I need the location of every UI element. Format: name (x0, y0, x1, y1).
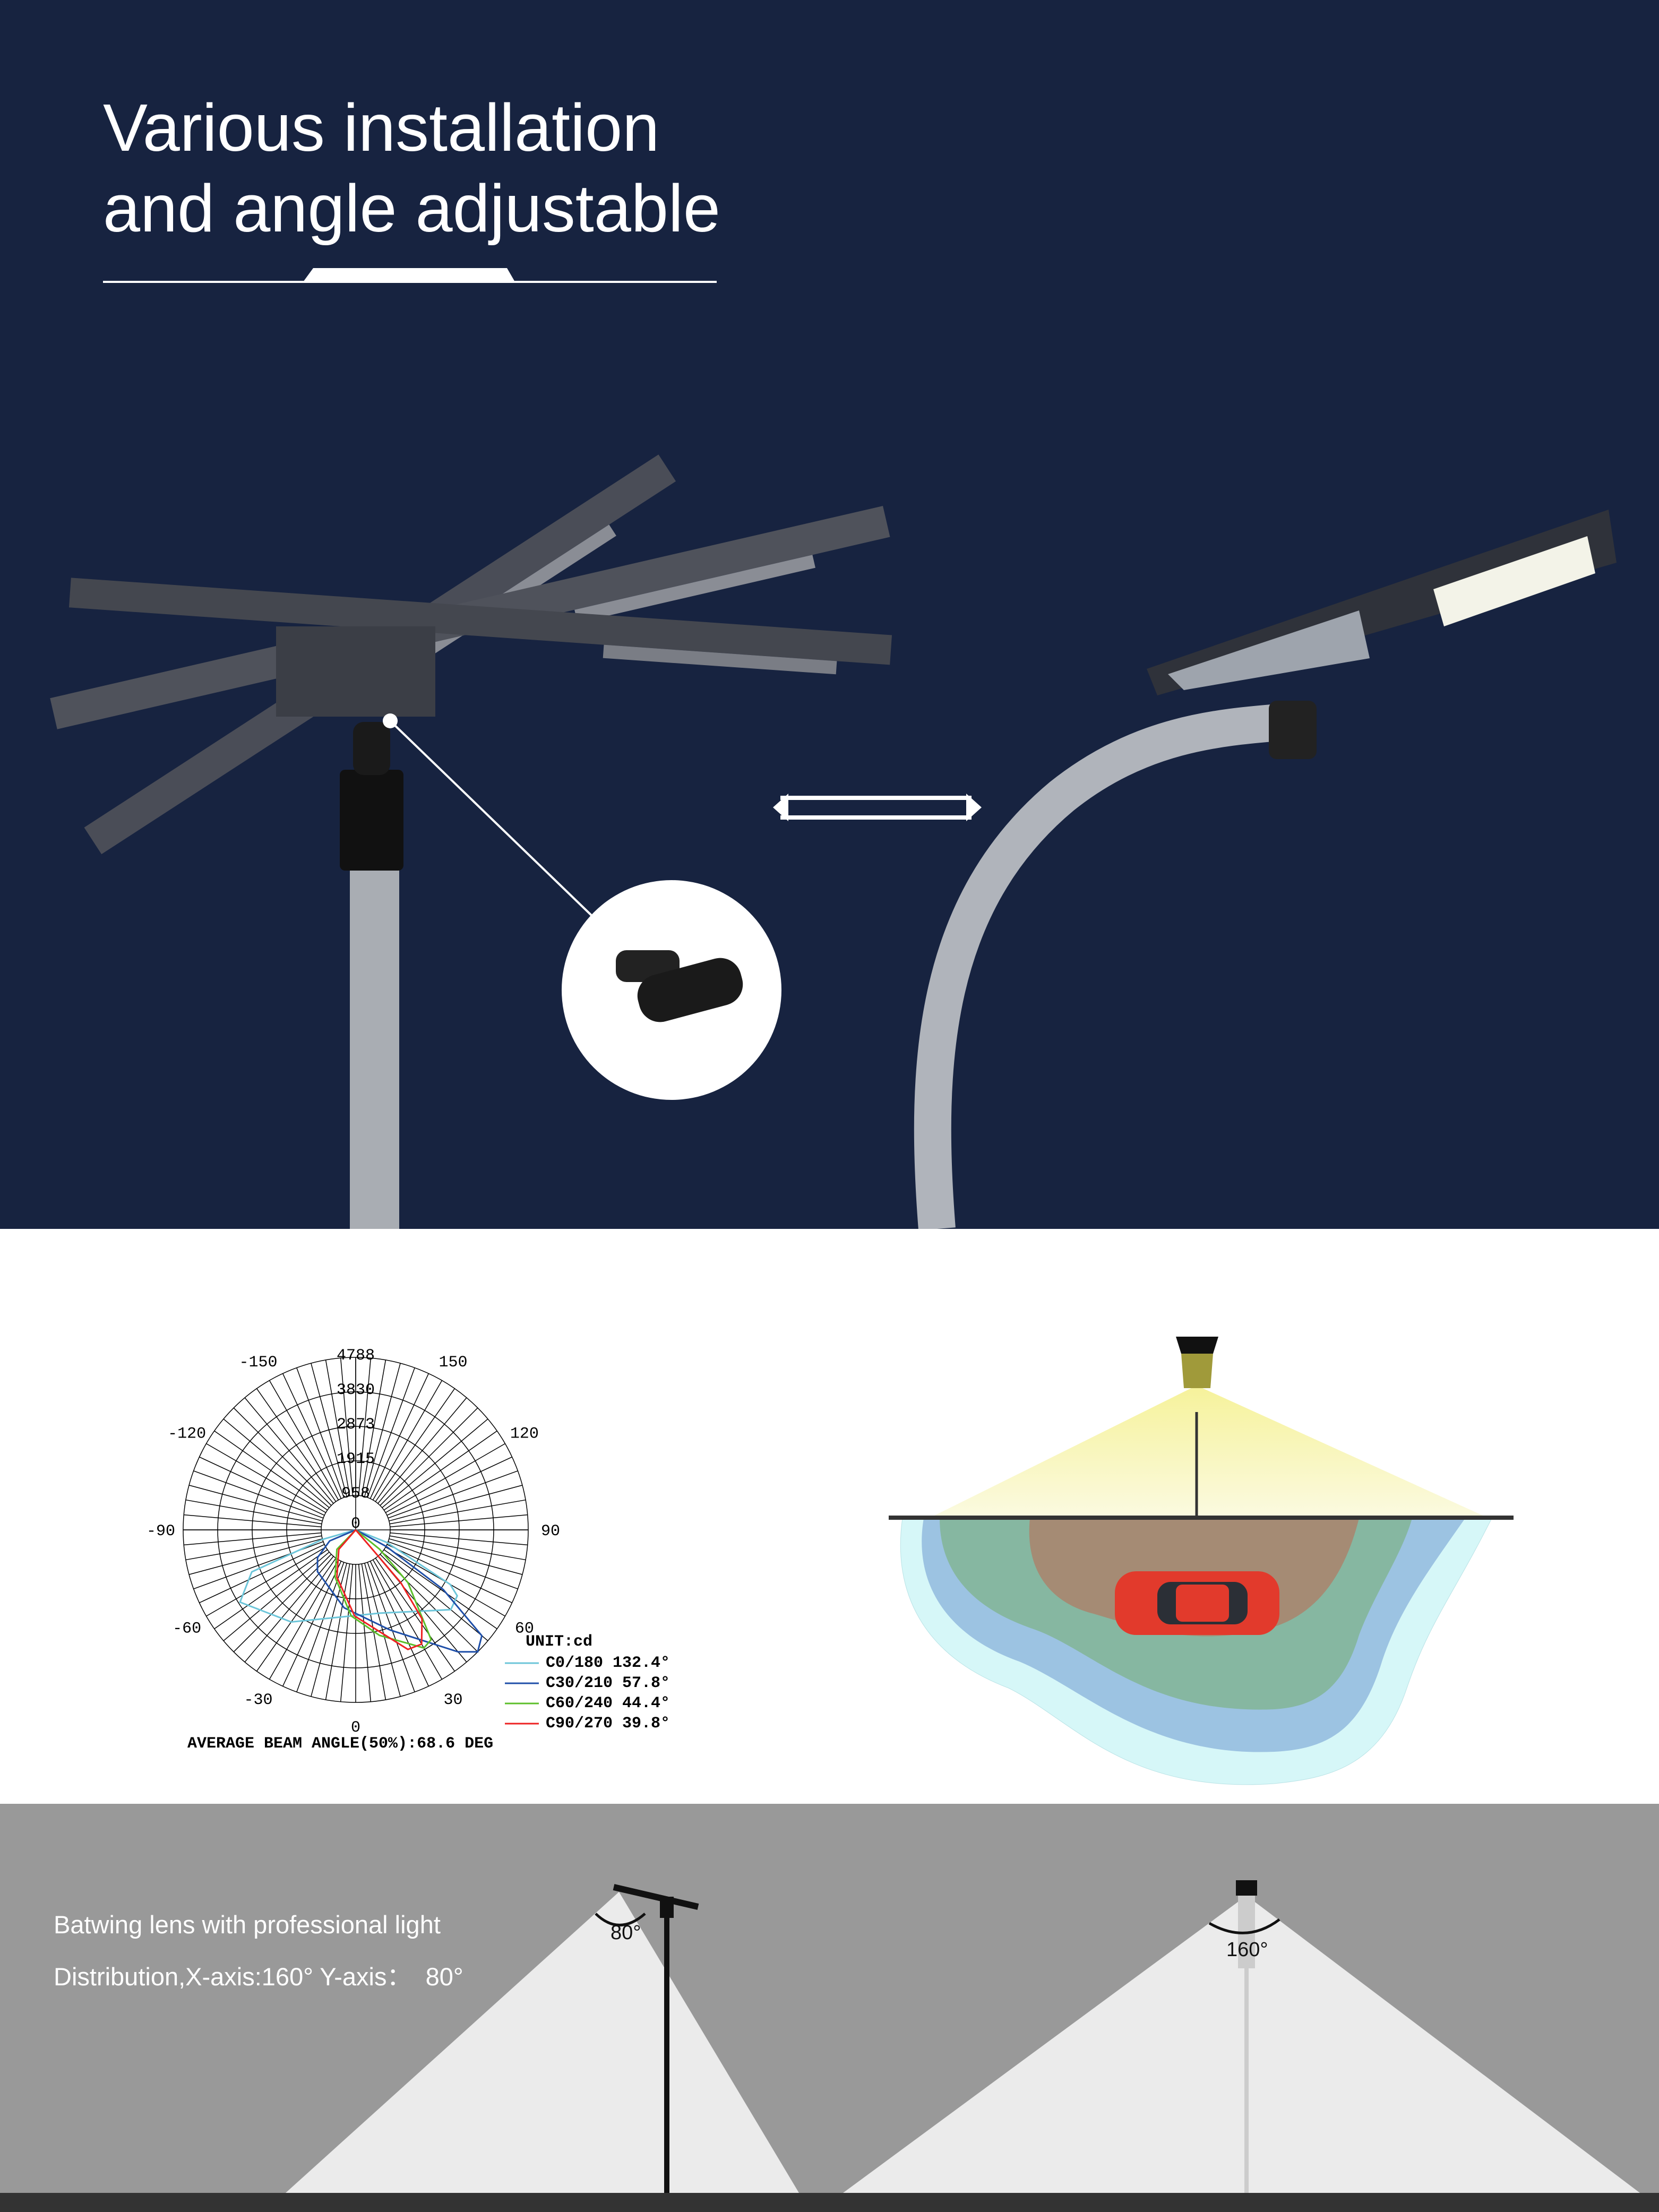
unit-label: UNIT:cd (526, 1633, 593, 1651)
ring-label: 958 (341, 1485, 370, 1503)
illuminance-diagram (889, 1337, 1514, 1785)
series-curve-2 (334, 1529, 432, 1649)
angle-label: 0 (351, 1719, 360, 1737)
ring-label: 3830 (337, 1381, 375, 1399)
polar-ring (321, 1495, 391, 1565)
ring-label: 1915 (337, 1450, 375, 1468)
page-title: Various installation and angle adjustabl… (103, 88, 720, 249)
series-curve-3 (336, 1529, 423, 1650)
angle-label-80: 80° (611, 1922, 641, 1944)
lamp-lens (1181, 1354, 1213, 1388)
average-beam-angle: AVERAGE BEAM ANGLE(50%):68.6 DEG (187, 1735, 494, 1753)
solar-panel-positions (50, 454, 892, 855)
ring-label: 2873 (337, 1416, 375, 1434)
left-pole (350, 849, 399, 1229)
curved-arm-pole (914, 703, 1286, 1229)
bracket-detail-image (616, 950, 743, 1022)
distribution-text-line2: Distribution,X-axis:160° Y-axis： 80° (54, 1963, 463, 1991)
angle-label-160: 160° (1226, 1939, 1268, 1961)
angle-label: -150 (239, 1354, 277, 1372)
polar-ring (286, 1460, 425, 1599)
title-line-1: Various installation (103, 90, 660, 165)
angle-label: 30 (443, 1691, 462, 1709)
light-cone (931, 1385, 1486, 1517)
pole-bracket (340, 770, 403, 871)
car-icon (1115, 1571, 1279, 1635)
ring-label: 4788 (337, 1347, 375, 1365)
series-curve-0 (239, 1529, 459, 1623)
led-module (1433, 536, 1595, 626)
lamp-head (1176, 1337, 1218, 1354)
angle-arc-160-icon (1208, 1918, 1280, 1934)
beam-distribution-diagram (0, 1880, 1659, 2212)
legend-item: C90/270 39.8° (546, 1715, 671, 1733)
angle-arc-80-icon (595, 1913, 646, 1926)
title-line-2: and angle adjustable (103, 171, 720, 246)
angle-label: 120 (510, 1425, 539, 1443)
ring-label: 0 (351, 1515, 360, 1533)
ground-strip (0, 2193, 1659, 2212)
polar-ring (183, 1357, 529, 1703)
legend-item: C30/210 57.8° (546, 1674, 671, 1692)
mount-plate (276, 626, 435, 717)
angle-label: 60 (515, 1620, 534, 1638)
legend-item: C60/240 44.4° (546, 1694, 671, 1712)
callout-line (389, 720, 596, 919)
product-illustration (50, 268, 1617, 1229)
angle-label: -90 (147, 1522, 175, 1540)
angle-label: 90 (541, 1522, 560, 1540)
polar-ring (252, 1426, 460, 1634)
distribution-text-line1: Batwing lens with professional light (54, 1910, 441, 1939)
arm-bracket (1269, 701, 1317, 759)
polar-chart: 4788 3830 2873 1915 958 0 -150 150 -120 120 -90 90 -… (147, 1347, 560, 1737)
legend-item: C0/180 132.4° (546, 1654, 671, 1672)
beam-160-cone (843, 1896, 1640, 2193)
beam-80-cone (286, 1892, 799, 2193)
title-underline-tab (303, 268, 515, 282)
angle-label: -120 (168, 1425, 206, 1443)
series-curve-1 (316, 1529, 483, 1653)
top-lamp-head (1236, 1880, 1257, 1896)
pivot-joint (353, 722, 390, 775)
polar-ring (217, 1391, 494, 1668)
angle-label: -30 (244, 1691, 272, 1709)
double-arrow-icon (773, 794, 982, 821)
angle-label: 150 (439, 1354, 467, 1372)
angle-label: -60 (173, 1620, 201, 1638)
tilted-panel (613, 1884, 699, 1910)
